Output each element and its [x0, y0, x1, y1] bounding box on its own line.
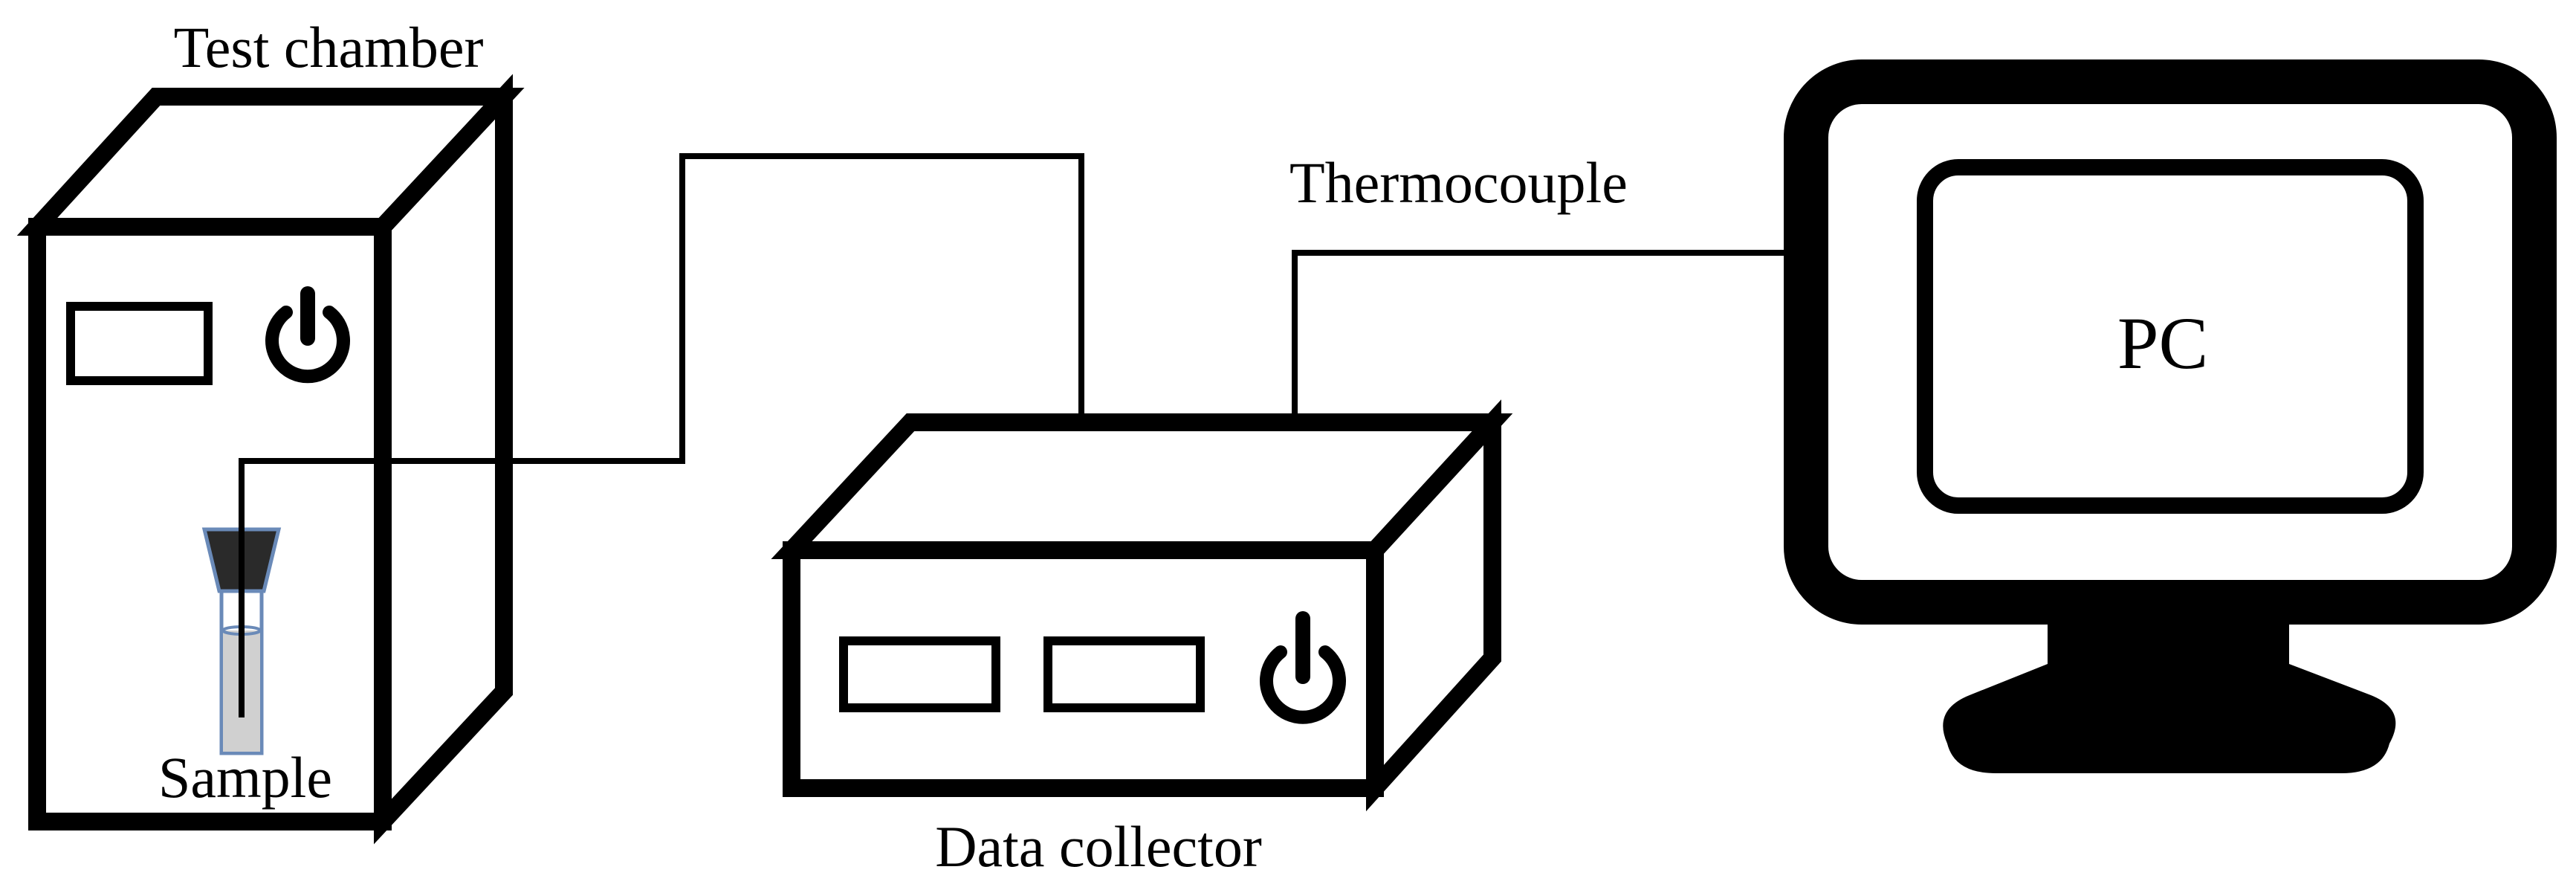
power-icon — [1260, 611, 1346, 724]
test-chamber: Test chamber Sample — [16, 15, 525, 845]
power-icon — [265, 286, 350, 384]
chamber-display — [66, 302, 213, 385]
monitor-base — [1943, 664, 2396, 773]
data-collector: Data collector — [771, 399, 1513, 879]
collector-to-pc-wire — [1292, 250, 1787, 418]
wires — [239, 153, 1787, 717]
data-collector-box — [771, 399, 1513, 812]
test-chamber-box — [16, 74, 525, 845]
thermocouple-probe-wire — [239, 153, 1084, 717]
thermocouple-label: Thermocouple — [1289, 150, 1628, 215]
monitor-bezel — [1784, 59, 2557, 625]
monitor-screen — [1917, 159, 2424, 514]
data-collector-label: Data collector — [935, 814, 1262, 879]
pc-monitor: PC — [1784, 59, 2557, 773]
monitor-neck — [2048, 621, 2289, 665]
collector-display-1 — [839, 636, 1000, 712]
sample-label: Sample — [158, 745, 332, 810]
test-chamber-label: Test chamber — [174, 15, 484, 80]
collector-display-2 — [1043, 636, 1205, 712]
pc-label: PC — [2117, 302, 2208, 384]
